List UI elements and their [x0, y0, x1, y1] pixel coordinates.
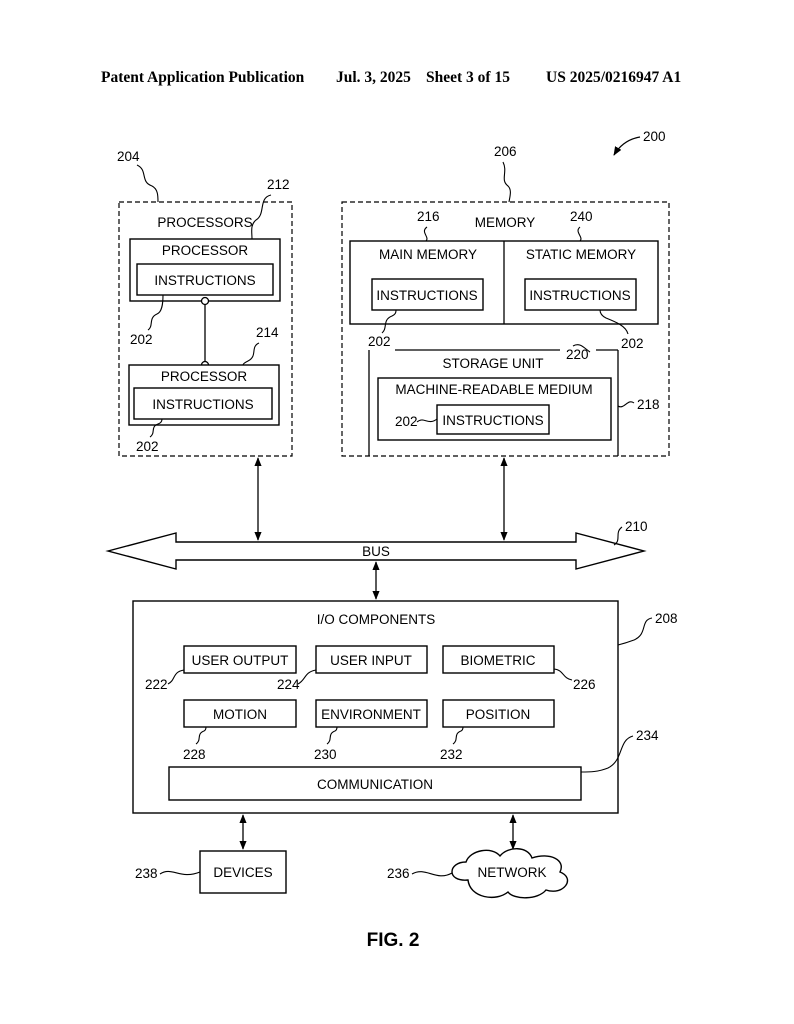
ref-218: 218: [637, 397, 660, 412]
ref-200-arrow: [613, 136, 641, 156]
processor-link-node-top: [200, 296, 210, 306]
communication-label: COMMUNICATION: [317, 777, 433, 792]
ref-208: 208: [655, 611, 678, 626]
user-output-box: [183, 645, 297, 674]
processors-title: PROCESSORS: [157, 215, 252, 230]
processor-a-instructions: [136, 263, 274, 296]
ref-202-d: 202: [621, 336, 644, 351]
ref-206: 206: [494, 144, 517, 159]
ref-204: 204: [117, 149, 140, 164]
storage-unit-sides: [368, 350, 619, 456]
ref-230-leader: [326, 726, 338, 745]
devices-label: DEVICES: [213, 865, 272, 880]
user-output-label: USER OUTPUT: [192, 653, 289, 668]
processor-b-instructions-label: INSTRUCTIONS: [152, 397, 253, 412]
position-label: POSITION: [466, 707, 531, 722]
ref-238: 238: [135, 866, 158, 881]
ref-202-e-leader: [416, 418, 438, 423]
environment-label: ENVIRONMENT: [321, 707, 421, 722]
ref-220-leader: [572, 344, 591, 353]
ref-216: 216: [417, 209, 440, 224]
ref-202-b-leader: [149, 418, 163, 438]
sheet-number: Sheet 3 of 15: [426, 69, 510, 86]
patent-header: Patent Application Publication Jul. 3, 2…: [0, 66, 794, 90]
storage-unit-label: STORAGE UNIT: [442, 356, 543, 371]
ref-202-b: 202: [136, 439, 159, 454]
ref-210-leader: [613, 526, 623, 546]
ref-214: 214: [256, 325, 279, 340]
ref-212-leader: [251, 194, 272, 240]
ref-226: 226: [573, 677, 596, 692]
ref-226-leader: [553, 668, 573, 681]
processor-a-instructions-label: INSTRUCTIONS: [154, 273, 255, 288]
processor-b-instructions: [133, 387, 273, 420]
ref-234: 234: [636, 728, 659, 743]
machine-readable-medium-label: MACHINE-READABLE MEDIUM: [395, 382, 592, 397]
ref-228-leader: [195, 726, 207, 745]
bus-arrow: [105, 532, 647, 570]
publication-number: US 2025/0216947 A1: [546, 69, 682, 86]
biometric-box: [442, 645, 555, 674]
ref-230: 230: [314, 747, 337, 762]
ref-228: 228: [183, 747, 206, 762]
ref-212: 212: [267, 177, 290, 192]
processor-a-label: PROCESSOR: [162, 243, 249, 258]
static-memory-instructions: [524, 278, 637, 311]
communication-box: [168, 766, 582, 801]
publication-title: Patent Application Publication: [101, 69, 305, 86]
devices-box: [199, 850, 287, 894]
ref-236: 236: [387, 866, 410, 881]
ref-208-leader: [617, 617, 653, 646]
memory-group: [341, 201, 670, 457]
main-memory-instructions: [371, 278, 484, 311]
environment-box: [315, 699, 428, 728]
processor-b-label: PROCESSOR: [161, 369, 248, 384]
ref-232-leader: [452, 726, 464, 745]
static-memory-instructions-label: INSTRUCTIONS: [529, 288, 630, 303]
ref-214-leader: [242, 342, 260, 366]
user-input-box: [315, 645, 428, 674]
ref-200: 200: [643, 129, 666, 144]
ref-202-a-leader: [147, 294, 164, 331]
network-label: NETWORK: [478, 865, 547, 880]
ref-220: 220: [566, 347, 589, 362]
ref-218-leader: [617, 401, 635, 408]
ref-236-leader: [411, 871, 453, 877]
publication-date: Jul. 3, 2025: [336, 69, 411, 86]
memory-title: MEMORY: [475, 215, 536, 230]
ref-234-leader: [580, 735, 634, 773]
position-box: [442, 699, 555, 728]
ref-240-leader: [577, 226, 582, 242]
ref-202-a: 202: [130, 332, 153, 347]
main-memory-label: MAIN MEMORY: [379, 247, 477, 262]
ref-206-leader: [502, 161, 511, 203]
ref-224: 224: [277, 677, 300, 692]
ref-232: 232: [440, 747, 463, 762]
network-cloud: [451, 848, 569, 899]
ref-224-leader: [297, 669, 317, 685]
ref-202-d-leader: [599, 309, 629, 335]
ref-238-leader: [159, 870, 201, 876]
biometric-label: BIOMETRIC: [460, 653, 535, 668]
processors-group: [118, 201, 293, 457]
motion-box: [183, 699, 297, 728]
ref-222: 222: [145, 677, 168, 692]
figure-caption: FIG. 2: [367, 930, 420, 951]
storage-instructions-label: INSTRUCTIONS: [442, 413, 543, 428]
ref-202-c-leader: [381, 309, 397, 334]
ref-204-leader: [136, 164, 159, 203]
ref-202-c: 202: [368, 334, 391, 349]
static-memory-label: STATIC MEMORY: [526, 247, 636, 262]
ref-210: 210: [625, 519, 648, 534]
ref-240: 240: [570, 209, 593, 224]
motion-label: MOTION: [213, 707, 267, 722]
bus-label: BUS: [362, 544, 390, 559]
main-memory-instructions-label: INSTRUCTIONS: [376, 288, 477, 303]
ref-222-leader: [167, 669, 185, 685]
ref-202-e: 202: [395, 414, 418, 429]
user-input-label: USER INPUT: [330, 653, 412, 668]
ref-216-leader: [423, 226, 428, 242]
io-title: I/O COMPONENTS: [317, 612, 436, 627]
